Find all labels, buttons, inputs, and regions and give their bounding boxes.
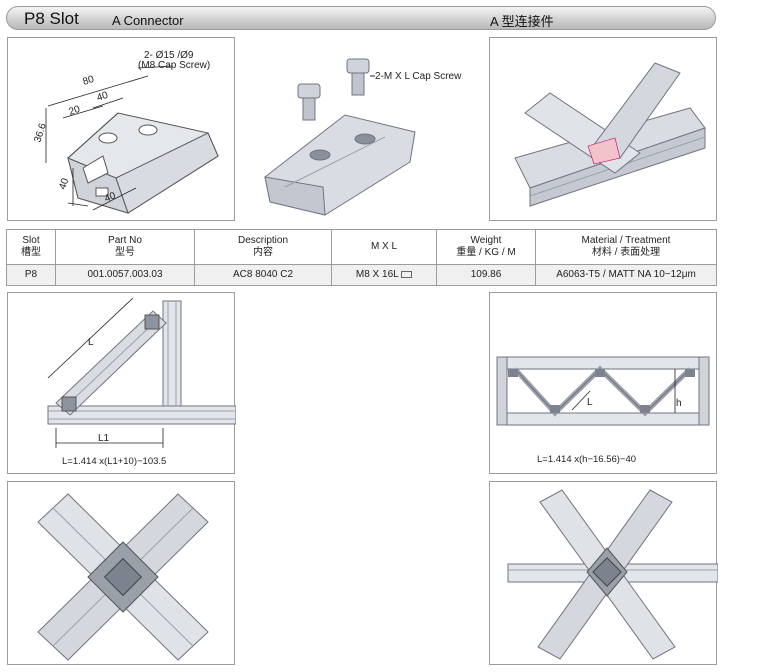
dim-20: 20 <box>68 104 82 118</box>
x-render-left <box>37 493 209 661</box>
th-mxl: M X L <box>331 229 437 265</box>
product-name-cn: A 型连接件 <box>490 14 554 29</box>
cell-description: AC8 8040 C2 <box>194 264 332 286</box>
label-L: L <box>88 337 94 348</box>
dim-40-bottom: 40 <box>103 190 118 205</box>
connector-render: 2-M X L Cap Screw <box>264 58 462 216</box>
dim-80: 80 <box>82 74 96 88</box>
cell-weight: 109.86 <box>436 264 536 286</box>
slot-title: P8 Slot <box>24 9 79 28</box>
cell-slot: P8 <box>6 264 56 286</box>
dim-40-left: 40 <box>57 177 71 191</box>
connector-render-panel: 2-M X L Cap Screw <box>245 37 477 221</box>
label-L1: L1 <box>98 433 110 444</box>
cell-material: A6063-T5 / MATT NA 10~12μm <box>535 264 717 286</box>
dim-40-top: 40 <box>96 90 110 104</box>
cap-screw-label: 2-M X L Cap Screw <box>375 71 462 82</box>
dim-36-6: 36.6 <box>32 122 49 144</box>
assembly-render <box>514 62 706 207</box>
dimension-drawing: 80 20 40 36.6 40 40 2- Ø15 /Ø9 (M8 Cap S… <box>32 50 219 214</box>
cell-mxl: M8 X 16L <box>331 264 437 286</box>
header-bar <box>6 6 716 30</box>
screw-note: (M8 Cap Screw) <box>138 60 210 71</box>
screw-icon <box>401 270 413 278</box>
diagram-right-panel: L h L=1.414 x(h−16.56)−40 <box>489 292 717 474</box>
assembly-render-panel <box>489 37 717 221</box>
product-name: A Connector <box>112 13 184 28</box>
diagram-right: L h <box>496 356 710 426</box>
cell-part-no: 001.0057.003.03 <box>55 264 195 286</box>
diagram-left-panel: L L1 L=1.414 x(L1+10)−103.5 <box>7 292 236 474</box>
label-h: h <box>676 398 682 409</box>
table-row: P8 001.0057.003.03 AC8 8040 C2 M8 X 16L … <box>6 264 717 286</box>
x-render-right-panel <box>489 481 718 665</box>
x-render-left-panel <box>7 481 235 665</box>
diagram-left: L L1 <box>47 297 236 448</box>
dimension-drawing-panel: 80 20 40 36.6 40 40 2- Ø15 /Ø9 (M8 Cap S… <box>7 37 235 221</box>
formula-left: L=1.414 x(L1+10)−103.5 <box>62 456 167 467</box>
hole-note: 2- Ø15 /Ø9 <box>144 50 194 61</box>
x-render-right <box>507 489 718 660</box>
label-L: L <box>587 397 593 408</box>
formula-right: L=1.414 x(h−16.56)−40 <box>537 454 637 465</box>
